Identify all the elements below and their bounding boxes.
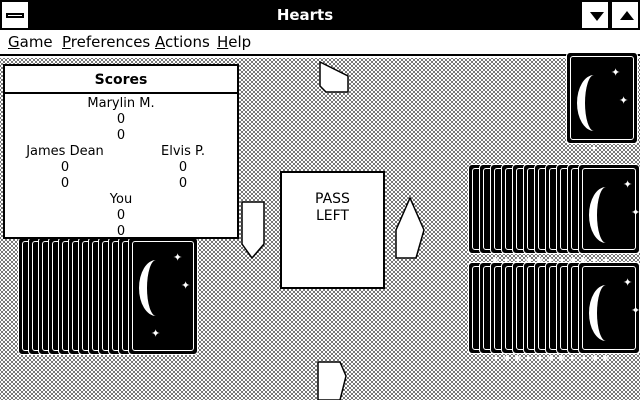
south-player-name: You [109, 192, 133, 207]
window-title: Hearts [276, 6, 334, 24]
south-total-score: 0 [116, 224, 126, 239]
minimize-icon[interactable] [580, 0, 610, 30]
west-player-name: James Dean [26, 144, 104, 159]
maximize-icon[interactable] [610, 0, 640, 30]
arrow-icon-south [317, 361, 347, 400]
arrow-icon-north [319, 60, 349, 93]
menu-preferences[interactable]: Preferences [62, 33, 151, 51]
pass-label-line2: LEFT [315, 208, 349, 224]
pass-left-button[interactable]: PASS LEFT [280, 171, 385, 289]
pass-label-line1: PASS [315, 191, 350, 207]
menu-help[interactable]: Help [217, 33, 252, 51]
west-hand-score: 0 [60, 160, 70, 175]
north-total-score: 0 [116, 128, 126, 143]
title-bar: Hearts [0, 0, 640, 30]
menu-bar: Game Preferences Actions Help [0, 30, 640, 56]
scores-window: Scores Marylin M. 0 0 James Dean 0 0 Elv… [3, 64, 239, 239]
south-hand-score: 0 [116, 208, 126, 223]
west-total-score: 0 [60, 176, 70, 191]
arrow-icon-east [395, 196, 425, 259]
system-menu-icon[interactable] [0, 0, 30, 30]
north-hand-card: ✦✦✦ [566, 52, 638, 154]
east-player-name: Elvis P. [161, 144, 205, 159]
east-hand-card: ✦✦✦ [578, 164, 640, 266]
scores-title: Scores [5, 66, 237, 94]
north-player-name: Marylin M. [87, 96, 155, 111]
east-total-score: 0 [178, 176, 188, 191]
east-hand-card: ✦✦✦ [578, 262, 640, 364]
arrow-icon-west [241, 201, 265, 260]
menu-actions[interactable]: Actions [155, 33, 210, 51]
west-hand-card: ✦✦✦ [128, 237, 198, 355]
north-hand-score: 0 [116, 112, 126, 127]
east-hand-score: 0 [178, 160, 188, 175]
menu-game[interactable]: Game [8, 33, 53, 51]
